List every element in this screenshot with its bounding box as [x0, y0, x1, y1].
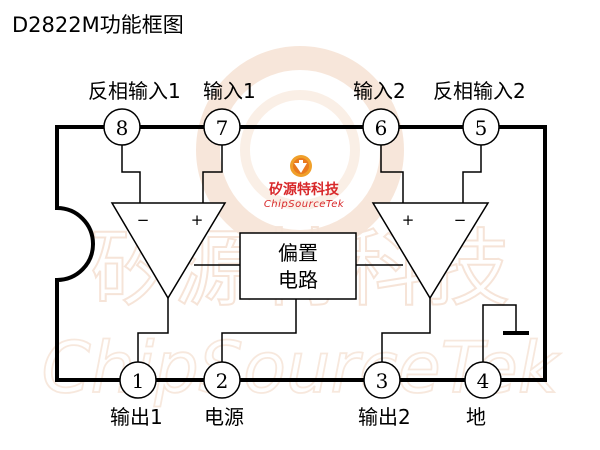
pin-4: 4 — [464, 361, 502, 399]
bias-block-line1: 偏置 — [278, 241, 318, 265]
op-amp-left — [110, 202, 227, 300]
pin-4-circle — [464, 361, 502, 399]
pin-4-label: 地 — [466, 405, 486, 429]
pin-6-circle — [362, 108, 400, 146]
chipsourcetek-logo-icon — [290, 155, 312, 177]
pin-6-number: 6 — [375, 116, 388, 140]
pin-7-circle — [203, 108, 241, 146]
op-amp-right — [371, 202, 490, 300]
pin-2-number: 2 — [216, 369, 229, 393]
internal-wiring — [121, 145, 517, 362]
pin-8-circle — [103, 108, 141, 146]
bias-block-line2: 电路 — [278, 268, 318, 292]
pin-3: 3 — [363, 361, 401, 399]
watermark-ring-inner — [240, 90, 360, 210]
pin-1-number: 1 — [132, 369, 145, 393]
chip-outline — [55, 125, 547, 382]
op-amp-left-minus: − — [137, 211, 150, 229]
pin-6: 6 — [362, 108, 400, 146]
pin-1: 1 — [119, 361, 157, 399]
pin-8-label: 反相输入1 — [88, 79, 181, 103]
pin-1-circle — [119, 361, 157, 399]
brand-logo: 矽源特科技 ChipSourceTek — [264, 155, 345, 210]
pin-1-label: 输出1 — [110, 405, 163, 429]
pin-2-circle — [203, 361, 241, 399]
pin-5-label: 反相输入2 — [433, 79, 526, 103]
pin-5: 5 — [462, 108, 500, 146]
page-title: D2822M功能框图 — [12, 13, 184, 37]
pin-7-number: 7 — [216, 116, 229, 140]
pin-5-circle — [462, 108, 500, 146]
bias-block — [239, 232, 357, 300]
pin-8: 8 — [103, 108, 141, 146]
pin-3-number: 3 — [376, 369, 389, 393]
pin-2-label: 电源 — [204, 405, 244, 429]
logo-cn-text: 矽源特科技 — [269, 181, 340, 198]
op-amp-right-minus: − — [454, 211, 467, 229]
logo-latin-text: ChipSourceTek — [264, 199, 345, 210]
pin-3-label: 输出2 — [358, 405, 411, 429]
pin-7: 7 — [203, 108, 241, 146]
pin-4-number: 4 — [477, 369, 490, 393]
op-amp-right-plus: + — [402, 211, 415, 229]
pin-3-circle — [363, 361, 401, 399]
pin-5-number: 5 — [475, 116, 488, 140]
pin-2: 2 — [203, 361, 241, 399]
pin-7-label: 输入1 — [203, 79, 256, 103]
pin-6-label: 输入2 — [353, 79, 406, 103]
op-amp-left-plus: + — [191, 211, 204, 229]
pin-8-number: 8 — [116, 116, 129, 140]
